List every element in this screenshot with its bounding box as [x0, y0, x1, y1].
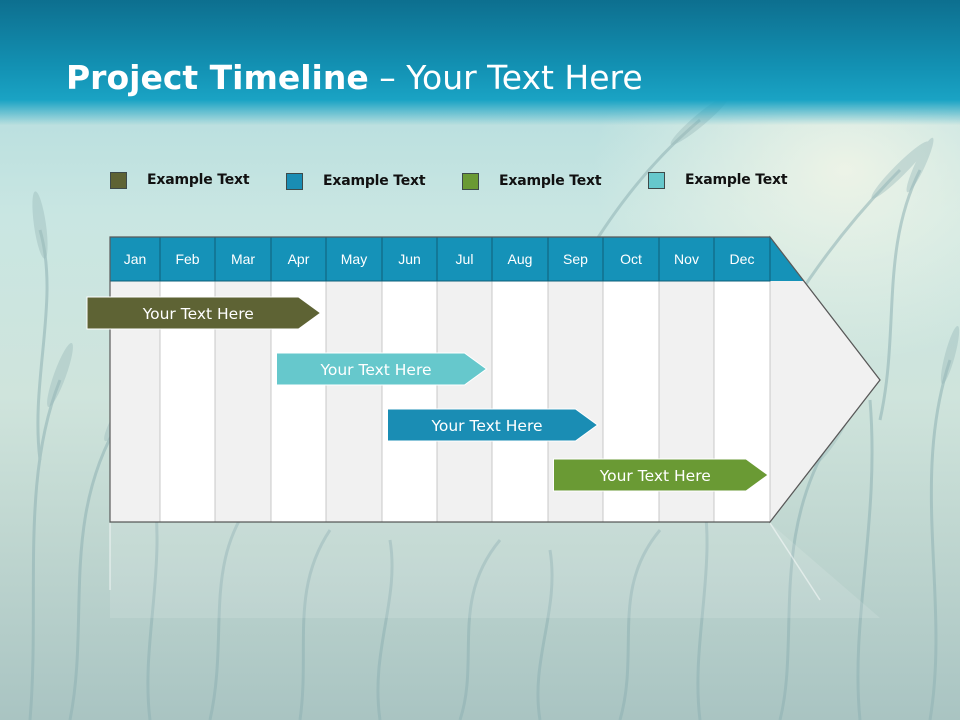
timeline-outline — [109, 236, 881, 523]
legend-label: Example Text — [147, 172, 250, 188]
month-column — [381, 280, 438, 523]
month-label: Sep — [563, 251, 588, 267]
month-header-cell — [381, 236, 438, 282]
task-bar — [86, 296, 322, 330]
month-label: Feb — [175, 251, 199, 267]
month-label: May — [341, 251, 367, 267]
month-label: Jan — [124, 251, 147, 267]
legend-swatch — [648, 172, 665, 189]
month-header-cell — [602, 236, 660, 282]
slide-title-bold: Project Timeline — [66, 58, 369, 97]
month-header-cell — [491, 236, 549, 282]
month-column — [325, 280, 383, 523]
month-label: Aug — [508, 251, 533, 267]
task-bar — [553, 458, 769, 492]
month-label: Mar — [231, 251, 255, 267]
task-bar-label: Your Text Here — [599, 467, 711, 485]
month-header-cell — [436, 236, 493, 282]
reflection-edge — [769, 522, 821, 601]
month-label: Apr — [288, 251, 310, 267]
legend-label: Example Text — [685, 172, 788, 188]
slide-title-rest: – Your Text Here — [368, 58, 643, 97]
title-band — [0, 0, 960, 125]
legend-swatch — [110, 172, 127, 189]
month-label: Jun — [398, 251, 421, 267]
chart-reflection — [110, 523, 880, 618]
task-bar — [387, 408, 599, 442]
month-header-cell — [159, 236, 216, 282]
month-label: Jul — [456, 251, 474, 267]
task-bar-label: Your Text Here — [430, 417, 542, 435]
legend-label: Example Text — [323, 173, 426, 189]
legend-label: Example Text — [499, 173, 602, 189]
slide-title: Project Timeline – Your Text Here — [66, 58, 643, 97]
task-bar — [276, 352, 488, 386]
month-label: Dec — [730, 251, 755, 267]
legend-swatch — [286, 173, 303, 190]
month-header-cell — [214, 236, 272, 282]
month-label: Oct — [620, 251, 642, 267]
legend-swatch — [462, 173, 479, 190]
task-bar-label: Your Text Here — [319, 361, 431, 379]
task-bar-label: Your Text Here — [142, 305, 254, 323]
month-header-cell — [325, 236, 383, 282]
month-column — [491, 280, 549, 523]
month-label: Nov — [674, 251, 699, 267]
month-column — [436, 280, 493, 523]
month-header-cell — [547, 236, 604, 282]
